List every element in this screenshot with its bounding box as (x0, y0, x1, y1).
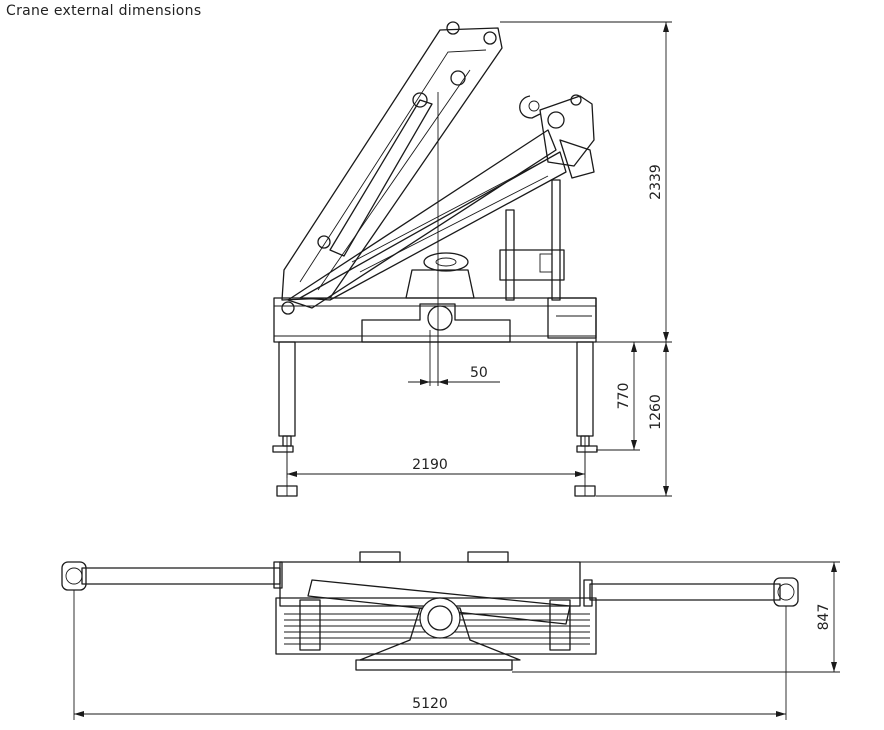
dim-height-total: 2339 (500, 21, 672, 343)
base-plate-top (359, 607, 521, 661)
right-outrigger-beam (589, 583, 781, 601)
diagram-title: Crane external dimensions (6, 3, 202, 19)
boom-top-diagonal (307, 579, 571, 625)
left-outrigger-beam (81, 567, 281, 585)
dim-overall-width: 5120 (73, 590, 787, 720)
stabilizer-rod-2 (551, 179, 561, 301)
dim-base-height-1-label: 770 (616, 383, 632, 410)
base-body-top (279, 561, 581, 607)
column-base (405, 269, 475, 299)
dim-outrigger-span-label: 2190 (412, 457, 448, 473)
dim-outrigger-span: 2190 (286, 452, 586, 478)
dim-height-total-label: 2339 (648, 164, 664, 200)
top-view: 847 5120 (61, 551, 840, 720)
dim-base-height-1: 770 (596, 342, 640, 451)
dim-base-depth: 847 (500, 561, 840, 673)
stabilizer-rod-1 (505, 209, 515, 301)
dim-offset-center: 50 (408, 330, 500, 386)
dim-base-depth-label: 847 (816, 604, 832, 631)
main-boom (287, 129, 557, 309)
slew-housing (361, 303, 511, 343)
column (281, 27, 503, 301)
dim-base-height-2-label: 1260 (648, 394, 664, 430)
boom-head (519, 94, 595, 179)
hook (519, 95, 541, 119)
side-view: 2339 1260 770 50 (272, 21, 672, 497)
dim-overall-width-label: 5120 (412, 696, 448, 712)
boom-cylinder (329, 99, 433, 257)
dim-base-height-2: 1260 (596, 342, 672, 497)
control-valve (547, 297, 597, 339)
dim-offset-center-label: 50 (470, 365, 488, 381)
slew-pivot (427, 305, 453, 331)
boom-inner (299, 151, 567, 301)
slew-ring-top (419, 597, 461, 639)
